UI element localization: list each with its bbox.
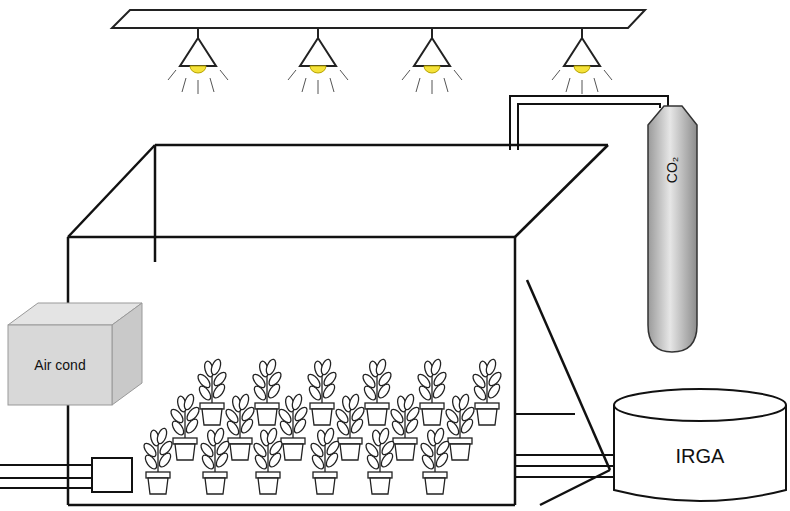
irga-unit bbox=[614, 389, 786, 501]
air-conditioner bbox=[8, 303, 142, 405]
potted-plant bbox=[309, 427, 341, 494]
potted-plant bbox=[277, 393, 309, 460]
potted-plant bbox=[252, 427, 284, 494]
lamps bbox=[168, 28, 612, 94]
irga-tubes bbox=[515, 414, 614, 477]
potted-plant bbox=[142, 427, 174, 494]
co2-pipe bbox=[510, 96, 668, 150]
potted-plant bbox=[416, 358, 448, 425]
potted-plant bbox=[306, 358, 338, 425]
analyzer-unit: IRGA bbox=[618, 425, 782, 487]
lamp bbox=[168, 28, 228, 94]
air-conditioner-box: Air cond bbox=[10, 327, 110, 403]
light-bar bbox=[112, 10, 645, 28]
node-label: IRGA bbox=[676, 445, 725, 468]
potted-plant bbox=[361, 358, 393, 425]
potted-plant bbox=[389, 393, 421, 460]
lamp bbox=[552, 28, 612, 94]
lamp bbox=[288, 28, 348, 94]
gas-cylinder: CO₂ bbox=[650, 130, 695, 210]
potted-plant bbox=[471, 358, 503, 425]
co2-pipe bbox=[518, 104, 660, 150]
potted-plant bbox=[444, 393, 476, 460]
potted-plant bbox=[224, 393, 256, 460]
potted-plant bbox=[196, 358, 228, 425]
node-label: Air cond bbox=[34, 357, 85, 373]
lamp bbox=[402, 28, 462, 94]
potted-plant bbox=[169, 393, 201, 460]
growth-chamber bbox=[68, 145, 610, 505]
node-label: CO₂ bbox=[665, 157, 681, 183]
potted-plant bbox=[199, 427, 231, 494]
potted-plant bbox=[251, 358, 283, 425]
co2-cylinder bbox=[648, 106, 697, 352]
potted-plant bbox=[364, 427, 396, 494]
potted-plant bbox=[334, 393, 366, 460]
air-duct bbox=[0, 458, 132, 492]
potted-plant bbox=[419, 427, 451, 494]
plants bbox=[142, 358, 503, 494]
